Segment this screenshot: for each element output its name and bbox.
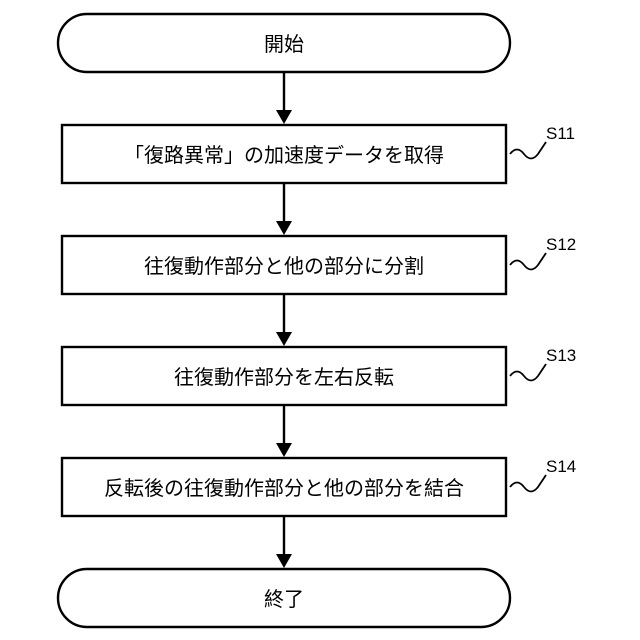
arrowhead xyxy=(276,110,292,124)
arrowhead xyxy=(276,332,292,346)
step-s13-text: 往復動作部分を左右反転 xyxy=(174,365,394,389)
start-label: 開始 xyxy=(264,32,304,56)
arrowhead xyxy=(276,443,292,457)
edge-start-s11 xyxy=(276,72,292,124)
step-s12-leader xyxy=(510,253,546,270)
step-s13: 往復動作部分を左右反転 S13 xyxy=(62,346,576,405)
edge-s14-end xyxy=(276,516,292,568)
step-s12-id: S12 xyxy=(546,235,576,254)
edge-s13-s14 xyxy=(276,405,292,457)
step-s12: 往復動作部分と他の部分に分割 S12 xyxy=(62,235,576,294)
step-s11-text: 「復路異常」の加速度データを取得 xyxy=(124,143,444,167)
end-label: 終了 xyxy=(264,587,304,611)
step-s14-text: 反転後の往復動作部分と他の部分を結合 xyxy=(104,476,464,500)
end-terminal: 終了 xyxy=(58,569,510,627)
edge-s12-s13 xyxy=(276,294,292,346)
step-s11-id: S11 xyxy=(546,124,575,143)
arrowhead xyxy=(276,221,292,235)
edge-s11-s12 xyxy=(276,183,292,235)
start-terminal: 開始 xyxy=(58,14,510,72)
step-s11-leader xyxy=(510,142,546,159)
step-s13-leader xyxy=(510,364,546,381)
step-s14-id: S14 xyxy=(546,457,576,476)
arrowhead xyxy=(276,554,292,568)
step-s14-leader xyxy=(510,475,546,492)
step-s14: 反転後の往復動作部分と他の部分を結合 S14 xyxy=(62,457,576,516)
step-s12-text: 往復動作部分と他の部分に分割 xyxy=(144,254,424,278)
step-s11: 「復路異常」の加速度データを取得 S11 xyxy=(62,124,575,183)
step-s13-id: S13 xyxy=(546,346,576,365)
